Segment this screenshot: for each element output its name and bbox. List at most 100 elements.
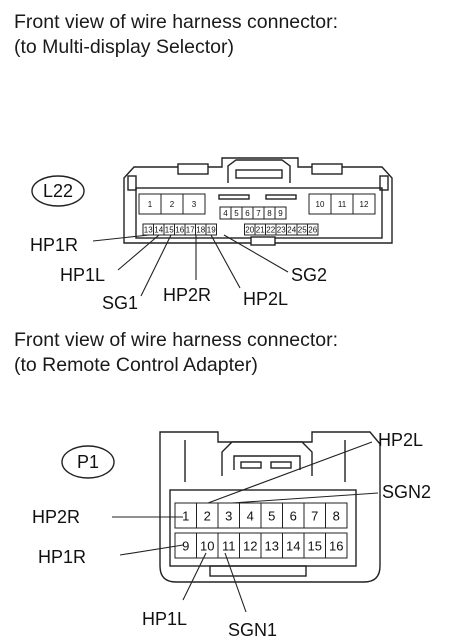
p1-pin-label-1: 1 bbox=[182, 509, 189, 524]
l22-pin-label-12: 12 bbox=[360, 200, 369, 209]
l22-label-sg1: SG1 bbox=[102, 293, 138, 313]
p1-label-hp1r: HP1R bbox=[38, 547, 86, 567]
p1-pin-label-2: 2 bbox=[204, 509, 211, 524]
p1-pin-label-11: 11 bbox=[222, 539, 236, 554]
p1-pin-label-6: 6 bbox=[290, 509, 297, 524]
l22-pin-label-7: 7 bbox=[256, 209, 261, 218]
l22-pin-label-25: 25 bbox=[298, 226, 307, 235]
l22-bottom-key bbox=[250, 236, 276, 246]
l22-side-tab-right bbox=[379, 175, 389, 191]
l22-label-hp2l: HP2L bbox=[243, 289, 288, 309]
leader-p1-hp1l bbox=[182, 552, 207, 601]
caption-l22-line2: (to Multi-display Selector) bbox=[14, 36, 234, 58]
l22-pin-label-6: 6 bbox=[245, 209, 250, 218]
l22-pin-label-1: 1 bbox=[148, 200, 153, 209]
p1-label-sgn2: SGN2 bbox=[382, 482, 431, 502]
l22-notch-left bbox=[177, 163, 209, 175]
p1-pin-label-15: 15 bbox=[308, 539, 322, 554]
p1-bottom-rib bbox=[209, 565, 307, 577]
l22-slot-b bbox=[265, 194, 297, 200]
leader-p1-hp1r bbox=[119, 544, 184, 556]
l22-pin-label-19: 19 bbox=[207, 226, 216, 235]
l22-pin-label-11: 11 bbox=[338, 200, 347, 209]
p1-pin-label-16: 16 bbox=[329, 539, 343, 554]
leader-l22-hp1l bbox=[117, 234, 160, 271]
l22-pin-label-23: 23 bbox=[277, 226, 286, 235]
l22-side-tab-left bbox=[127, 175, 137, 191]
p1-pin-label-10: 10 bbox=[200, 539, 214, 554]
l22-pin-label-3: 3 bbox=[192, 200, 197, 209]
p1-latch-inner bbox=[233, 455, 301, 470]
p1-outer-shell bbox=[159, 431, 381, 583]
l22-notch-right bbox=[311, 163, 343, 175]
l22-pin-label-5: 5 bbox=[234, 209, 239, 218]
caption-p1-line1: Front view of wire harness connector: bbox=[14, 329, 339, 351]
l22-pin-label-17: 17 bbox=[186, 226, 195, 235]
caption-p1: Front view of wire harness connector: (t… bbox=[14, 328, 338, 378]
p1-latch-slot-b bbox=[270, 461, 292, 469]
p1-leaders bbox=[112, 441, 379, 613]
l22-pin-cell-26 bbox=[307, 223, 319, 236]
leader-l22-hp1r bbox=[92, 234, 150, 242]
p1-latch-slot-a bbox=[240, 461, 262, 469]
l22-label-hp1r: HP1R bbox=[30, 235, 78, 255]
connector-l22 bbox=[123, 157, 393, 246]
p1-pin-label-9: 9 bbox=[182, 539, 189, 554]
l22-pin-label-4: 4 bbox=[223, 209, 228, 218]
l22-pin-label-10: 10 bbox=[316, 200, 325, 209]
connector-p1 bbox=[159, 431, 381, 583]
p1-label-hp1l: HP1L bbox=[142, 609, 187, 629]
p1-id-ellipse bbox=[61, 445, 115, 479]
p1-label-sgn1: SGN1 bbox=[228, 620, 277, 640]
l22-label-sg2: SG2 bbox=[291, 265, 327, 285]
p1-pin-cell-16 bbox=[325, 532, 348, 559]
l22-pin-label-8: 8 bbox=[267, 209, 272, 218]
l22-slot-a bbox=[218, 194, 250, 200]
l22-id-label: L22 bbox=[43, 181, 73, 201]
leader-p1-hp2l bbox=[207, 441, 373, 504]
l22-pin-label-13: 13 bbox=[144, 226, 153, 235]
caption-l22: Front view of wire harness connector: (t… bbox=[14, 10, 338, 60]
l22-pin-label-26: 26 bbox=[308, 226, 317, 235]
l22-pin-label-22: 22 bbox=[266, 226, 275, 235]
caption-p1-line2: (to Remote Control Adapter) bbox=[14, 354, 258, 376]
leader-l22-sg1 bbox=[140, 234, 172, 297]
l22-pin-cell-12 bbox=[352, 193, 376, 215]
l22-pin-label-2: 2 bbox=[170, 200, 175, 209]
leader-l22-hp2l bbox=[210, 234, 241, 289]
l22-pin-cell-3 bbox=[182, 193, 206, 215]
l22-pin-label-14: 14 bbox=[154, 226, 163, 235]
l22-pin-label-21: 21 bbox=[256, 226, 265, 235]
p1-id-label: P1 bbox=[77, 452, 99, 472]
p1-pin-label-4: 4 bbox=[247, 509, 254, 524]
l22-latch-slot bbox=[235, 169, 283, 179]
p1-pin-cell-8 bbox=[325, 502, 348, 529]
p1-pin-label-3: 3 bbox=[225, 509, 232, 524]
leader-p1-sgn1 bbox=[224, 552, 247, 613]
l22-pin-label-9: 9 bbox=[278, 209, 283, 218]
l22-pin-label-16: 16 bbox=[175, 226, 184, 235]
l22-latch bbox=[227, 159, 291, 183]
p1-pin-label-14: 14 bbox=[286, 539, 300, 554]
p1-pin-label-12: 12 bbox=[243, 539, 257, 554]
p1-label-hp2l: HP2L bbox=[378, 430, 423, 450]
leader-l22-sg2 bbox=[223, 234, 289, 273]
l22-pin-label-15: 15 bbox=[165, 226, 174, 235]
l22-label-hp1l: HP1L bbox=[60, 265, 105, 285]
leader-p1-sgn2 bbox=[231, 492, 379, 504]
p1-pin-label-13: 13 bbox=[265, 539, 279, 554]
l22-pin-label-20: 20 bbox=[245, 226, 254, 235]
p1-label-hp2r: HP2R bbox=[32, 507, 80, 527]
l22-pin-label-24: 24 bbox=[287, 226, 296, 235]
l22-leaders bbox=[92, 234, 289, 297]
p1-pin-label-7: 7 bbox=[311, 509, 318, 524]
caption-l22-line1: Front view of wire harness connector: bbox=[14, 11, 339, 33]
l22-label-hp2r: HP2R bbox=[163, 285, 211, 305]
l22-pin-cell-9 bbox=[274, 206, 287, 220]
p1-pin-label-8: 8 bbox=[333, 509, 340, 524]
l22-pin-label-18: 18 bbox=[196, 226, 205, 235]
l22-id-ellipse bbox=[31, 175, 85, 207]
